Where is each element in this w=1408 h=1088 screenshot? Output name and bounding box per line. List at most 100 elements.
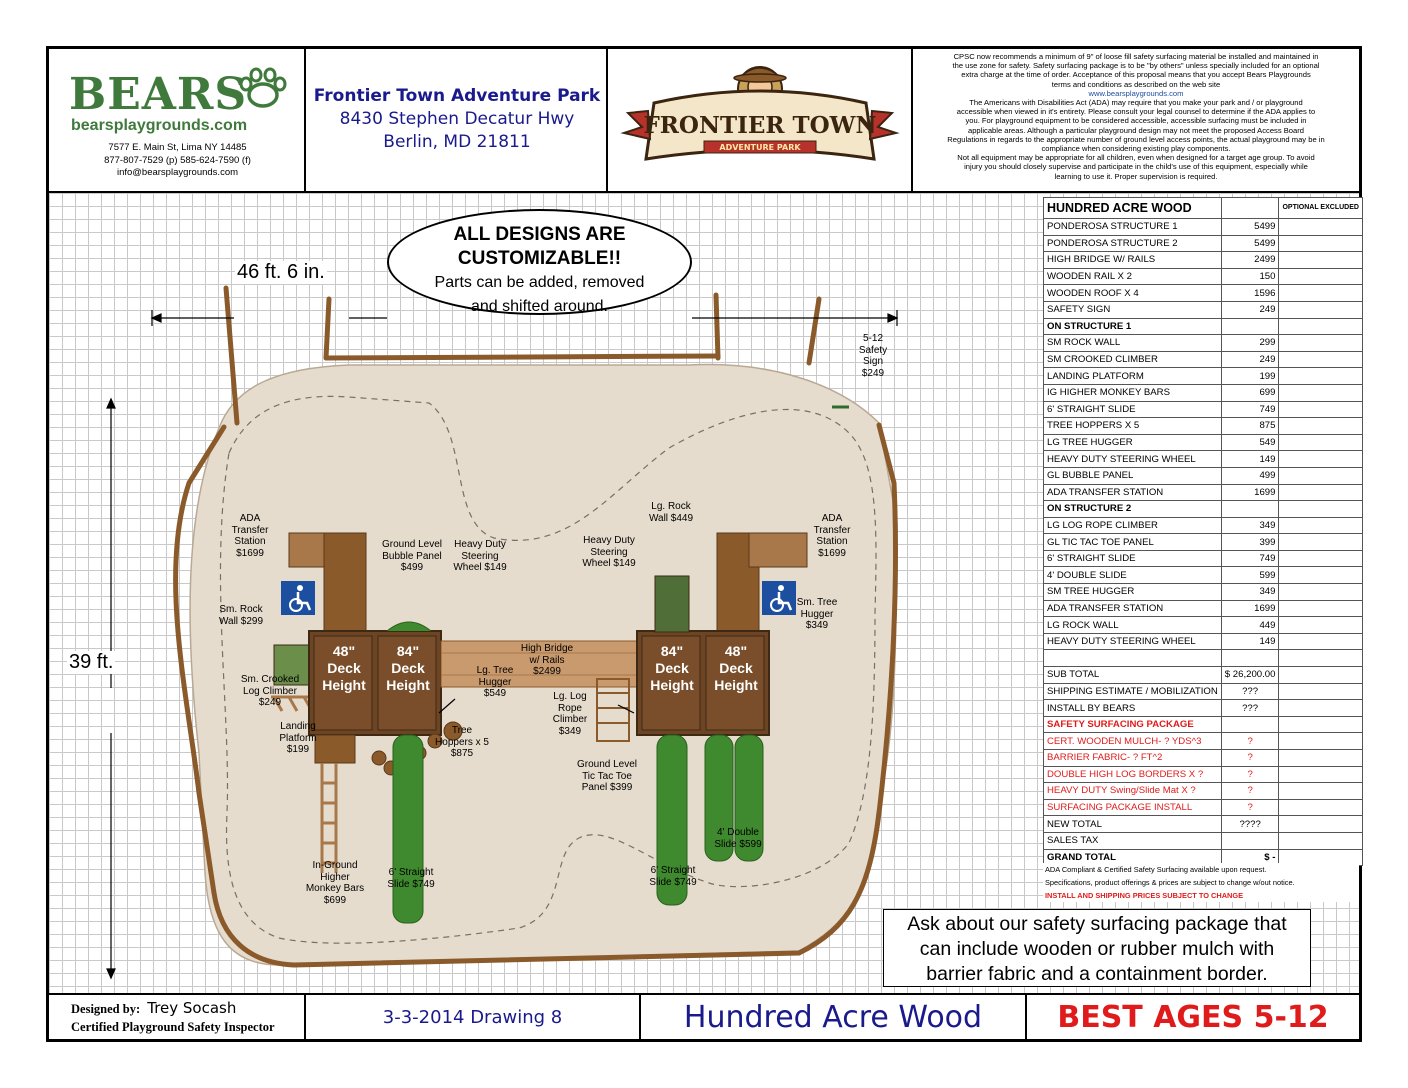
price-item-name: HEAVY DUTY STEERING WHEEL (1043, 450, 1222, 468)
frontier-town-logo-subtitle: ADVENTURE PARK (719, 143, 801, 152)
price-item-value: 749 (1220, 549, 1280, 568)
price-optional-cell (1278, 433, 1363, 452)
price-item-name: PONDEROSA STRUCTURE 1 (1043, 218, 1222, 236)
deck-height-word: Deck (719, 660, 753, 676)
price-item-name: IG HIGHER MONKEY BARS (1043, 383, 1222, 402)
price-item-value (1220, 197, 1280, 219)
deck-height-word: Deck (327, 660, 361, 676)
bubble-panel (386, 621, 432, 632)
price-item-value (1220, 715, 1280, 734)
ages-badge: BEST AGES 5-12 (1027, 993, 1359, 1039)
notice-link[interactable]: www.bearsplaygrounds.com (1088, 88, 1184, 98)
notice-line: accessible when viewed in it's entirety.… (956, 107, 1316, 117)
price-item-name: HEAVY DUTY STEERING WHEEL (1043, 632, 1222, 651)
price-row: INSTALL BY BEARS??? (1043, 699, 1363, 717)
price-item-name: SM CROOKED CLIMBER (1043, 350, 1222, 369)
price-item-value: 749 (1220, 400, 1280, 419)
price-item-value: 149 (1220, 450, 1280, 468)
price-item-name: SHIPPING ESTIMATE / MOBILIZATION (1043, 682, 1222, 701)
price-item-name: LG TREE HUGGER (1043, 433, 1222, 452)
notice-line: extra charge at the time of order. Accep… (961, 70, 1311, 80)
price-item-value: ??? (1220, 699, 1280, 717)
price-item-name: DOUBLE HIGH LOG BORDERS X ? (1043, 765, 1222, 784)
deck-height-value: 48" (724, 643, 748, 659)
price-row: SAFETY SURFACING PACKAGE (1043, 715, 1363, 734)
price-item-name: 4' DOUBLE SLIDE (1043, 566, 1222, 585)
price-optional-cell (1278, 450, 1363, 468)
price-item-name: SALES TAX (1043, 831, 1222, 850)
price-optional-cell (1278, 549, 1363, 568)
price-item-name: LG ROCK WALL (1043, 616, 1222, 634)
price-item-name: SAFETY SURFACING PACKAGE (1043, 715, 1222, 734)
price-item-value: 349 (1220, 583, 1280, 601)
price-optional-cell (1278, 699, 1363, 717)
price-item-value (1220, 317, 1280, 336)
price-notes: ADA Compliant & Certified Safety Surfaci… (1043, 863, 1359, 902)
price-optional-cell (1278, 666, 1363, 684)
price-row: CERT. WOODEN MULCH- ? YDS^3? (1043, 732, 1363, 750)
notice-line: the use zone for safety. Safety surfacin… (952, 61, 1320, 71)
deck-height-word: Height (386, 677, 430, 693)
price-item-value: 249 (1220, 300, 1280, 319)
price-item-value: ? (1220, 732, 1280, 750)
price-row: SHIPPING ESTIMATE / MOBILIZATION??? (1043, 682, 1363, 701)
price-item-value: 150 (1220, 267, 1280, 286)
deck-height-word: Deck (391, 660, 425, 676)
design-title: Hundred Acre Wood (641, 993, 1027, 1039)
price-row: BARRIER FABRIC- ? FT^2? (1043, 749, 1363, 767)
company-phones: 877-807-7529 (p) 585-624-7590 (f) (104, 154, 251, 166)
company-logo-block: BEARS bearsplaygrounds.com 7577 E. Main … (49, 49, 306, 193)
monkey-bars (320, 763, 338, 873)
landing-platform (314, 734, 356, 764)
price-item-name: 6' STRAIGHT SLIDE (1043, 549, 1222, 568)
price-optional-cell (1278, 798, 1363, 817)
price-optional-cell (1278, 483, 1363, 502)
price-item-name: PONDEROSA STRUCTURE 2 (1043, 234, 1222, 253)
price-item-value: 5499 (1220, 218, 1280, 236)
price-row: SALES TAX (1043, 831, 1363, 850)
surfacing-line: barrier fabric and a containment border. (926, 963, 1268, 985)
price-row: DOUBLE HIGH LOG BORDERS X ?? (1043, 765, 1363, 784)
notice-line: Not all equipment may be appropriate for… (957, 153, 1315, 163)
price-optional-cell (1278, 599, 1363, 618)
ada-transfer-station-right (716, 532, 808, 638)
deck-height-value: 84" (660, 643, 684, 659)
price-optional-cell (1278, 649, 1363, 668)
price-optional-cell (1278, 251, 1363, 269)
company-email: info@bearsplaygrounds.com (116, 167, 239, 178)
drawing-date: 3-3-2014 Drawing 8 (306, 993, 641, 1039)
price-optional-cell (1278, 732, 1363, 750)
price-item-name: SAFETY SIGN (1043, 300, 1222, 319)
price-optional-cell (1278, 500, 1363, 518)
log-border (173, 285, 899, 968)
drawing-frame: BEARS bearsplaygrounds.com 7577 E. Main … (46, 46, 1363, 1042)
price-row: SURFACING PACKAGE INSTALL? (1043, 798, 1363, 817)
deck-height-word: Deck (655, 660, 689, 676)
price-optional-cell (1278, 782, 1363, 800)
client-address-block: Frontier Town Adventure Park 8430 Stephe… (306, 49, 608, 193)
price-item-name: LANDING PLATFORM (1043, 367, 1222, 385)
price-item-value: 349 (1220, 516, 1280, 535)
